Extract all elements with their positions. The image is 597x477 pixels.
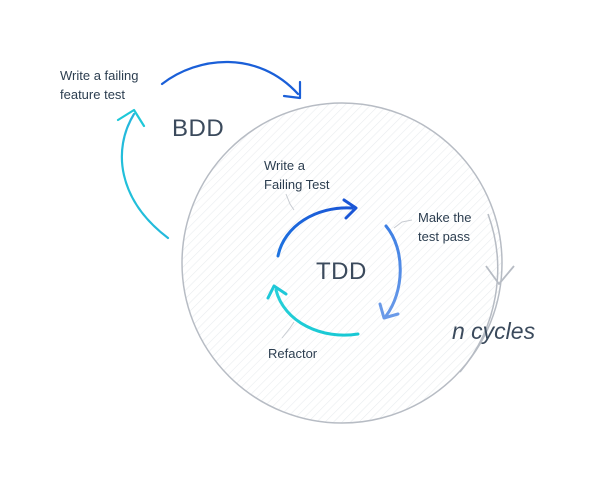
tdd-write-arrow bbox=[276, 206, 354, 258]
tdd-write-arrowhead bbox=[342, 198, 358, 220]
write-leader-line bbox=[285, 193, 295, 211]
pass-leader-line bbox=[393, 219, 413, 229]
bdd-refactor-arrowhead bbox=[116, 108, 146, 128]
bdd-scope-circle bbox=[181, 102, 503, 424]
n-cycles-arc bbox=[459, 213, 499, 373]
tdd-write-label: Write a Failing Test bbox=[264, 158, 330, 192]
tdd-label: TDD bbox=[316, 258, 367, 285]
bdd-write-arrowhead bbox=[282, 80, 302, 100]
tdd-refactor-arrowhead bbox=[266, 284, 288, 300]
bdd-write-arrow bbox=[160, 60, 300, 96]
bdd-label: BDD bbox=[172, 115, 225, 142]
tdd-pass-arrow bbox=[384, 224, 402, 318]
n-cycles-label: n cycles bbox=[452, 318, 536, 344]
tdd-pass-label: Make the test pass bbox=[418, 210, 472, 244]
tdd-refactor-label: Refactor bbox=[268, 346, 318, 361]
n-cycles-arrowhead bbox=[485, 265, 515, 285]
refactor-leader-line bbox=[281, 321, 295, 339]
bdd-refactor-arrow bbox=[120, 112, 170, 240]
tdd-pass-arrowhead bbox=[378, 302, 400, 320]
tdd-refactor-arrow bbox=[274, 288, 360, 337]
bdd-step-label: Write a failing feature test bbox=[60, 68, 139, 102]
